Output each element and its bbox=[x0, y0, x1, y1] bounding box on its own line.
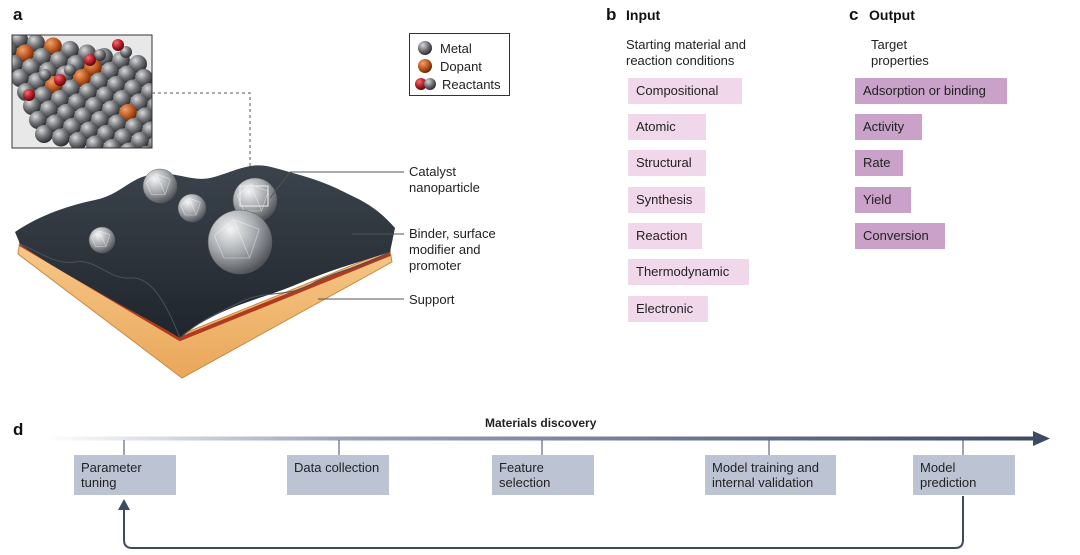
legend-item-reactants: Reactants bbox=[414, 75, 501, 93]
metal-atom bbox=[23, 97, 41, 115]
dopant-swatch-icon bbox=[416, 58, 434, 74]
metal-swatch-icon bbox=[416, 40, 434, 56]
output-chip: Rate bbox=[855, 150, 903, 176]
input-chip: Compositional bbox=[628, 78, 742, 104]
step-model-training: Model training and internal validation bbox=[705, 455, 836, 495]
materials-discovery-label: Materials discovery bbox=[485, 416, 597, 430]
nanoparticle-facets bbox=[91, 230, 111, 247]
nanoparticle-facets bbox=[213, 219, 260, 259]
step-feature-selection: Feature selection bbox=[492, 455, 594, 495]
metal-atom bbox=[148, 137, 152, 148]
panel-a-letter: a bbox=[13, 5, 23, 24]
reactant-atom bbox=[84, 54, 96, 66]
zoom-region-box bbox=[239, 185, 269, 207]
catalyst-leader bbox=[269, 171, 291, 199]
metal-atom bbox=[131, 132, 149, 148]
panel-b-heading: Input bbox=[626, 7, 661, 23]
catalyst-nanoparticles bbox=[88, 168, 278, 275]
reactant-atom bbox=[23, 89, 35, 101]
reactant-atom bbox=[120, 46, 132, 58]
atomic-inset bbox=[12, 35, 152, 148]
nanoparticle-facets bbox=[180, 197, 201, 216]
discovery-arrow-shaft bbox=[45, 436, 1035, 441]
input-chip: Structural bbox=[628, 150, 706, 176]
reactant-atom bbox=[54, 74, 66, 86]
inset-frame bbox=[11, 34, 153, 149]
input-chip: Atomic bbox=[628, 114, 706, 140]
panel-c-heading: Output bbox=[869, 7, 915, 23]
step-data-collection: Data collection bbox=[287, 455, 389, 495]
output-chip: Adsorption or binding bbox=[855, 78, 1007, 104]
discovery-arrowhead-icon bbox=[1033, 431, 1050, 446]
nanoparticle bbox=[142, 168, 178, 204]
metal-atom bbox=[35, 125, 53, 143]
step-model-prediction: Model prediction bbox=[913, 455, 1015, 495]
label-catalyst-nanoparticle: Catalyst nanoparticle bbox=[409, 164, 480, 195]
legend: Metal Dopant Reactants bbox=[409, 33, 510, 96]
panel-c-description: Target properties bbox=[871, 37, 929, 68]
binder-layer bbox=[15, 165, 395, 339]
legend-item-dopant: Dopant bbox=[416, 57, 482, 75]
output-chip: Activity bbox=[855, 114, 922, 140]
reactant-atom bbox=[64, 64, 76, 76]
metal-atom bbox=[29, 111, 47, 129]
label-support: Support bbox=[409, 292, 455, 307]
nanoparticle bbox=[177, 193, 207, 223]
input-chip: Electronic bbox=[628, 296, 708, 322]
legend-item-metal: Metal bbox=[416, 39, 472, 57]
panel-b-letter: b bbox=[606, 5, 617, 24]
input-chip: Reaction bbox=[628, 223, 702, 249]
label-binder: Binder, surface modifier and promoter bbox=[409, 226, 496, 273]
output-chip: Conversion bbox=[855, 223, 945, 249]
metal-atom bbox=[12, 55, 23, 73]
reactant-atom bbox=[112, 39, 124, 51]
input-chip: Synthesis bbox=[628, 187, 705, 213]
catalyst-illustration bbox=[11, 34, 404, 379]
output-chip: Yield bbox=[855, 187, 911, 213]
legend-label-metal: Metal bbox=[440, 40, 472, 56]
metal-atom bbox=[52, 128, 70, 147]
metal-atom bbox=[86, 135, 104, 148]
metal-atom bbox=[103, 139, 121, 148]
reactant-atom bbox=[39, 69, 51, 81]
inset-leader-line bbox=[152, 92, 251, 188]
legend-label-dopant: Dopant bbox=[440, 58, 482, 74]
input-chip: Thermodynamic bbox=[628, 259, 749, 285]
legend-label-reactants: Reactants bbox=[442, 76, 501, 92]
step-parameter-tuning: Parameter tuning bbox=[74, 455, 176, 495]
metal-atom bbox=[12, 69, 29, 87]
nanoparticle bbox=[88, 226, 116, 254]
nanoparticle-facets bbox=[145, 173, 171, 195]
metal-atom bbox=[69, 132, 87, 148]
nanoparticle bbox=[207, 209, 273, 275]
metal-atom bbox=[120, 142, 138, 148]
feedback-loop-arrow bbox=[123, 496, 964, 549]
metal-atom bbox=[12, 41, 17, 59]
panel-b-description: Starting material and reaction condition… bbox=[626, 37, 746, 68]
reactant-atom bbox=[94, 49, 106, 61]
panel-d-letter: d bbox=[13, 420, 24, 439]
feedback-arrowhead-icon bbox=[118, 499, 130, 510]
reactants-swatch-icon bbox=[414, 76, 438, 92]
panel-c-letter: c bbox=[849, 5, 859, 24]
